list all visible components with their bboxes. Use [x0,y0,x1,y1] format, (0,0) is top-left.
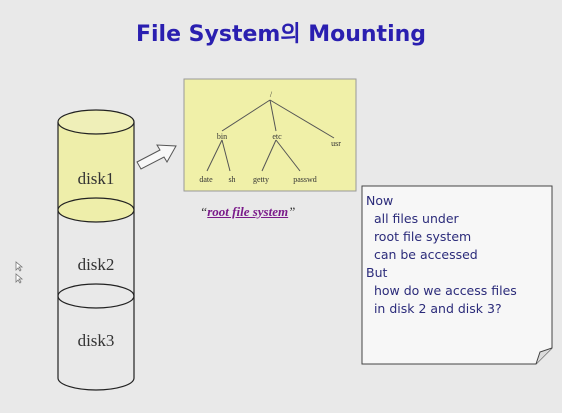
tree-node-date: date [199,175,213,184]
tree-node-bin: bin [217,132,227,141]
tree-root-label: / [270,90,273,99]
tree-edges [206,99,335,172]
note-fold [535,347,553,365]
disk2-label: disk2 [78,255,115,274]
tree-node-usr: usr [331,139,341,148]
root-file-system-box [183,78,357,192]
cursor-icon [15,261,24,284]
note-line: can be accessed [366,247,478,262]
note-line: how do we access files [366,283,517,298]
disk1-label: disk1 [78,169,115,188]
note-line: in disk 2 and disk 3? [366,301,502,316]
caption-close-quote: ” [288,204,296,219]
disk1-bottom [57,197,135,223]
note-text: Now all files under root file system can… [366,192,546,318]
disk-base [57,377,135,391]
tree-node-passwd: passwd [293,175,317,184]
disk2-bottom [57,283,135,309]
tree-node-getty: getty [253,175,269,184]
caption-text: root file system [207,204,289,219]
tree-node-sh: sh [228,175,235,184]
note-line: root file system [366,229,472,244]
disk3-label: disk3 [78,331,115,350]
note-line: Now [366,193,394,208]
slide-title: File System의 Mounting [135,22,427,47]
note-line: But [366,265,388,280]
caption-open-quote: “ [200,204,208,219]
root-file-system-caption: “root file system” [200,204,295,220]
disk-top [57,109,135,135]
note-line: all files under [366,211,459,226]
arrow-icon [136,144,177,170]
tree-node-etc: etc [272,132,282,141]
disk1-segment [58,110,134,222]
